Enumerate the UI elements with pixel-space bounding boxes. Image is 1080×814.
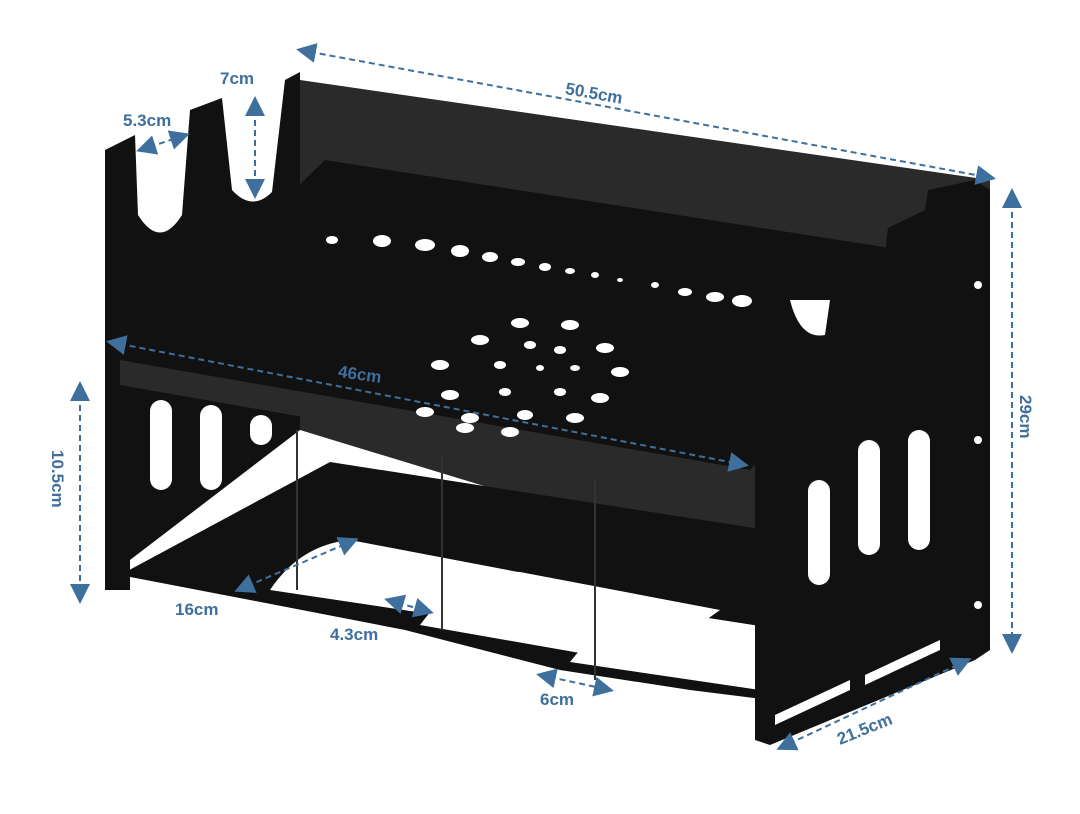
label-slot-width: 5.3cm: [123, 111, 171, 130]
label-bottom-slot-length: 16cm: [175, 600, 218, 619]
label-lower-height: 10.5cm: [48, 450, 67, 508]
label-bottom-slot-width: 6cm: [540, 690, 574, 709]
label-slot-depth: 7cm: [220, 69, 254, 88]
right-side-panel: [755, 180, 990, 745]
label-depth: 21.5cm: [834, 709, 895, 748]
label-bottom-tab-gap: 4.3cm: [330, 625, 378, 644]
dimension-lines: [70, 43, 1022, 751]
label-overall-height: 29cm: [1016, 395, 1035, 438]
label-overall-width: 50.5cm: [564, 79, 624, 108]
